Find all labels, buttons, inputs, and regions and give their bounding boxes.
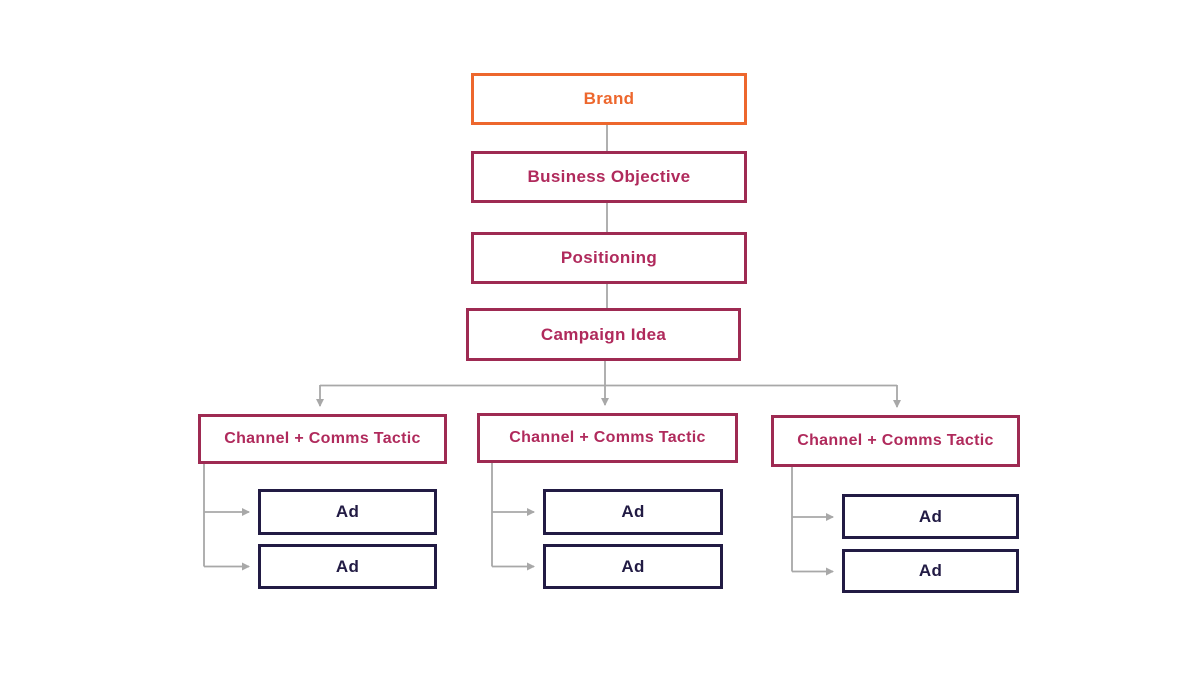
node-ad-2b: Ad	[543, 544, 723, 589]
node-ad-1a: Ad	[258, 489, 437, 535]
node-business-objective-label: Business Objective	[527, 167, 691, 186]
node-ad-1a-label: Ad	[335, 502, 360, 521]
node-channel-1-label: Channel + Comms Tactic	[224, 430, 421, 447]
node-campaign-idea-label: Campaign Idea	[540, 324, 667, 344]
branch-connectors	[316, 361, 901, 408]
node-ad-3b: Ad	[842, 549, 1019, 593]
node-ad-2b-label: Ad	[621, 556, 645, 576]
ad-connectors-right	[791, 467, 834, 576]
ad-connectors-middle	[491, 463, 535, 571]
node-ad-1b: Ad	[258, 544, 437, 589]
node-positioning: Positioning	[471, 232, 747, 284]
node-ad-1b-label: Ad	[335, 556, 360, 576]
node-positioning-label: Positioning	[560, 248, 658, 267]
node-channel-2-label: Channel + Comms Tactic	[509, 429, 706, 446]
node-channel-comms-tactic-3: Channel + Comms Tactic	[771, 415, 1020, 467]
ad-connectors-left	[203, 464, 250, 571]
node-channel-comms-tactic-2: Channel + Comms Tactic	[477, 413, 738, 463]
node-brand: Brand	[471, 73, 747, 125]
node-brand-label: Brand	[583, 89, 635, 108]
node-channel-3-label: Channel + Comms Tactic	[797, 432, 994, 449]
node-campaign-idea: Campaign Idea	[466, 308, 741, 361]
node-business-objective: Business Objective	[471, 151, 747, 203]
node-ad-2a-label: Ad	[621, 502, 645, 521]
node-channel-comms-tactic-1: Channel + Comms Tactic	[198, 414, 447, 464]
node-ad-3a: Ad	[842, 494, 1019, 539]
node-ad-3b-label: Ad	[918, 561, 943, 580]
node-ad-3a-label: Ad	[918, 506, 943, 526]
node-ad-2a: Ad	[543, 489, 723, 535]
